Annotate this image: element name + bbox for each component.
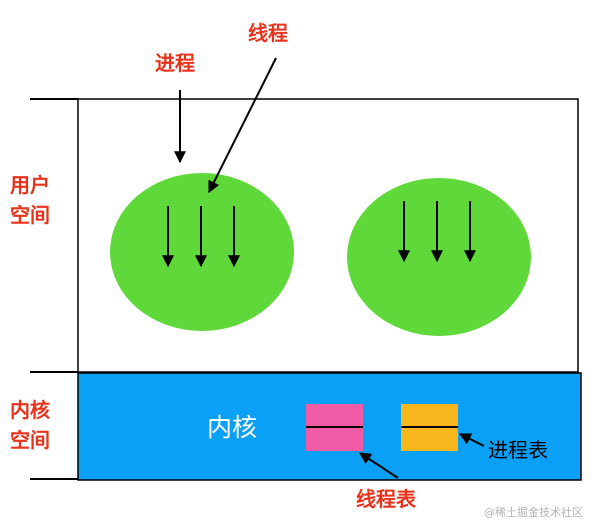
user-space-label-2: 空间 <box>10 203 50 227</box>
thread-label: 线程 <box>248 21 288 45</box>
kernel-space-label-2: 空间 <box>10 428 50 452</box>
thread-pointer-arrow <box>208 57 277 194</box>
process-table-arrow <box>458 433 485 447</box>
watermark: @稀土掘金技术社区 <box>484 505 583 519</box>
user-space-label-1: 用户 <box>10 173 50 197</box>
thread-table-label: 线程表 <box>356 487 417 511</box>
kernel-label: 内核 <box>207 413 257 442</box>
process-label: 进程 <box>155 51 195 75</box>
process-2 <box>347 178 531 336</box>
kernel-space-label-1: 内核 <box>10 398 50 422</box>
process-table-label: 进程表 <box>488 438 548 462</box>
thread-table-arrow <box>358 452 399 479</box>
